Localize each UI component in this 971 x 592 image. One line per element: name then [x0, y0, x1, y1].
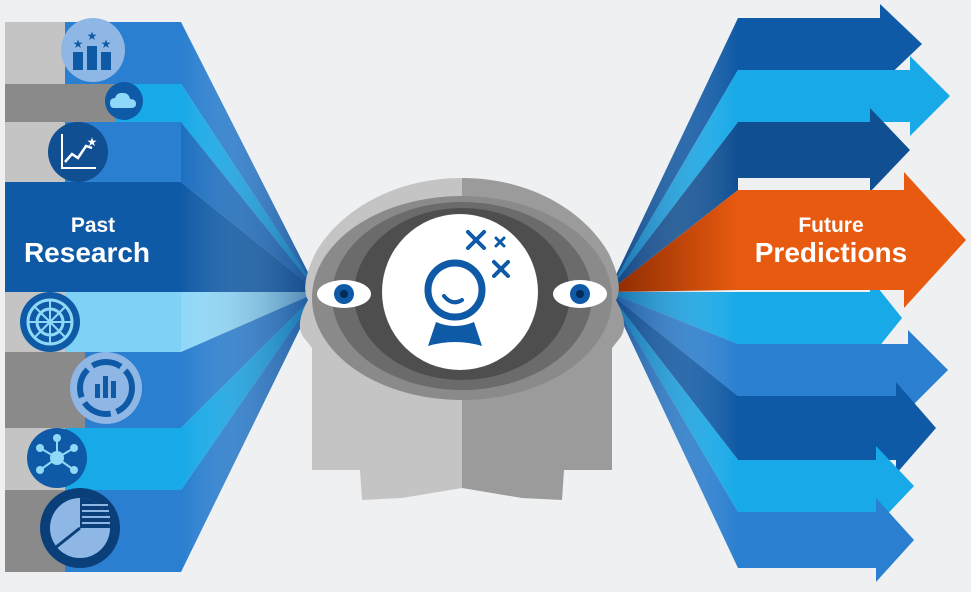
- left-beams: [181, 22, 318, 572]
- svg-text:★: ★: [73, 37, 84, 51]
- svg-text:★: ★: [87, 135, 98, 149]
- right-eye-icon: [553, 280, 607, 308]
- past-label: Past: [71, 214, 115, 237]
- future-label: Future: [798, 214, 863, 237]
- left-eye-icon: [317, 280, 371, 308]
- right-arrows: [738, 4, 966, 582]
- network-hub-icon: [27, 428, 87, 488]
- radar-chart-icon: [20, 292, 80, 352]
- past-research-bar: [5, 182, 181, 292]
- future-predictions-arrow: [738, 172, 966, 308]
- pie-chart-icon: [40, 488, 120, 568]
- right-beams: [608, 18, 738, 568]
- cloud-icon: [105, 82, 143, 120]
- svg-text:★: ★: [101, 37, 112, 51]
- svg-text:★: ★: [87, 29, 98, 43]
- predictions-label: Predictions: [755, 237, 907, 268]
- crystal-ball-icon: [382, 214, 538, 370]
- trend-line-chart-icon: ★: [48, 122, 108, 182]
- bar-chart-ring-icon: [70, 352, 142, 424]
- rating-stars-bar-icon: ★ ★ ★: [61, 18, 125, 82]
- research-label: Research: [24, 237, 150, 268]
